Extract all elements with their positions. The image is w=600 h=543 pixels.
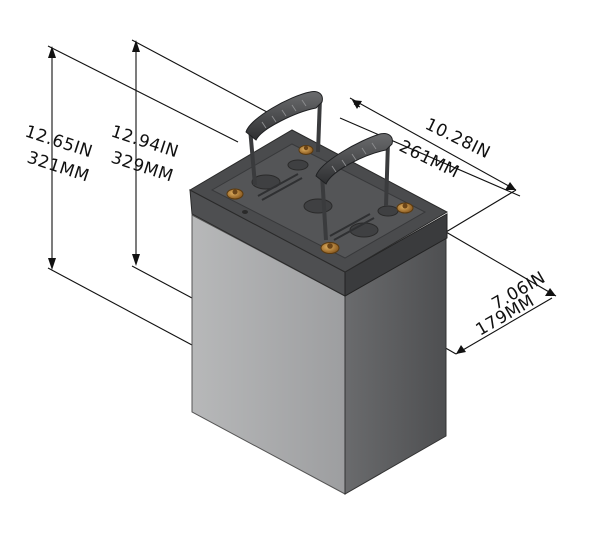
handle-back (245, 91, 323, 186)
dimension-arrows (48, 40, 556, 354)
label-height-total: 12.65IN 321MM (22, 122, 95, 187)
terminal-icon (298, 145, 314, 155)
battery-case (188, 129, 449, 495)
lid-side-band (344, 213, 448, 297)
handle-front (315, 133, 393, 241)
terminal-icon (396, 202, 414, 214)
terminal-icon (320, 242, 340, 254)
terminals (226, 145, 414, 254)
label-height-case: 12.94IN 329MM (108, 122, 181, 187)
terminal-icon (226, 188, 244, 200)
label-length: 10.28IN 261MM (396, 115, 494, 183)
label-width: 7.06IN 179MM (473, 268, 550, 341)
